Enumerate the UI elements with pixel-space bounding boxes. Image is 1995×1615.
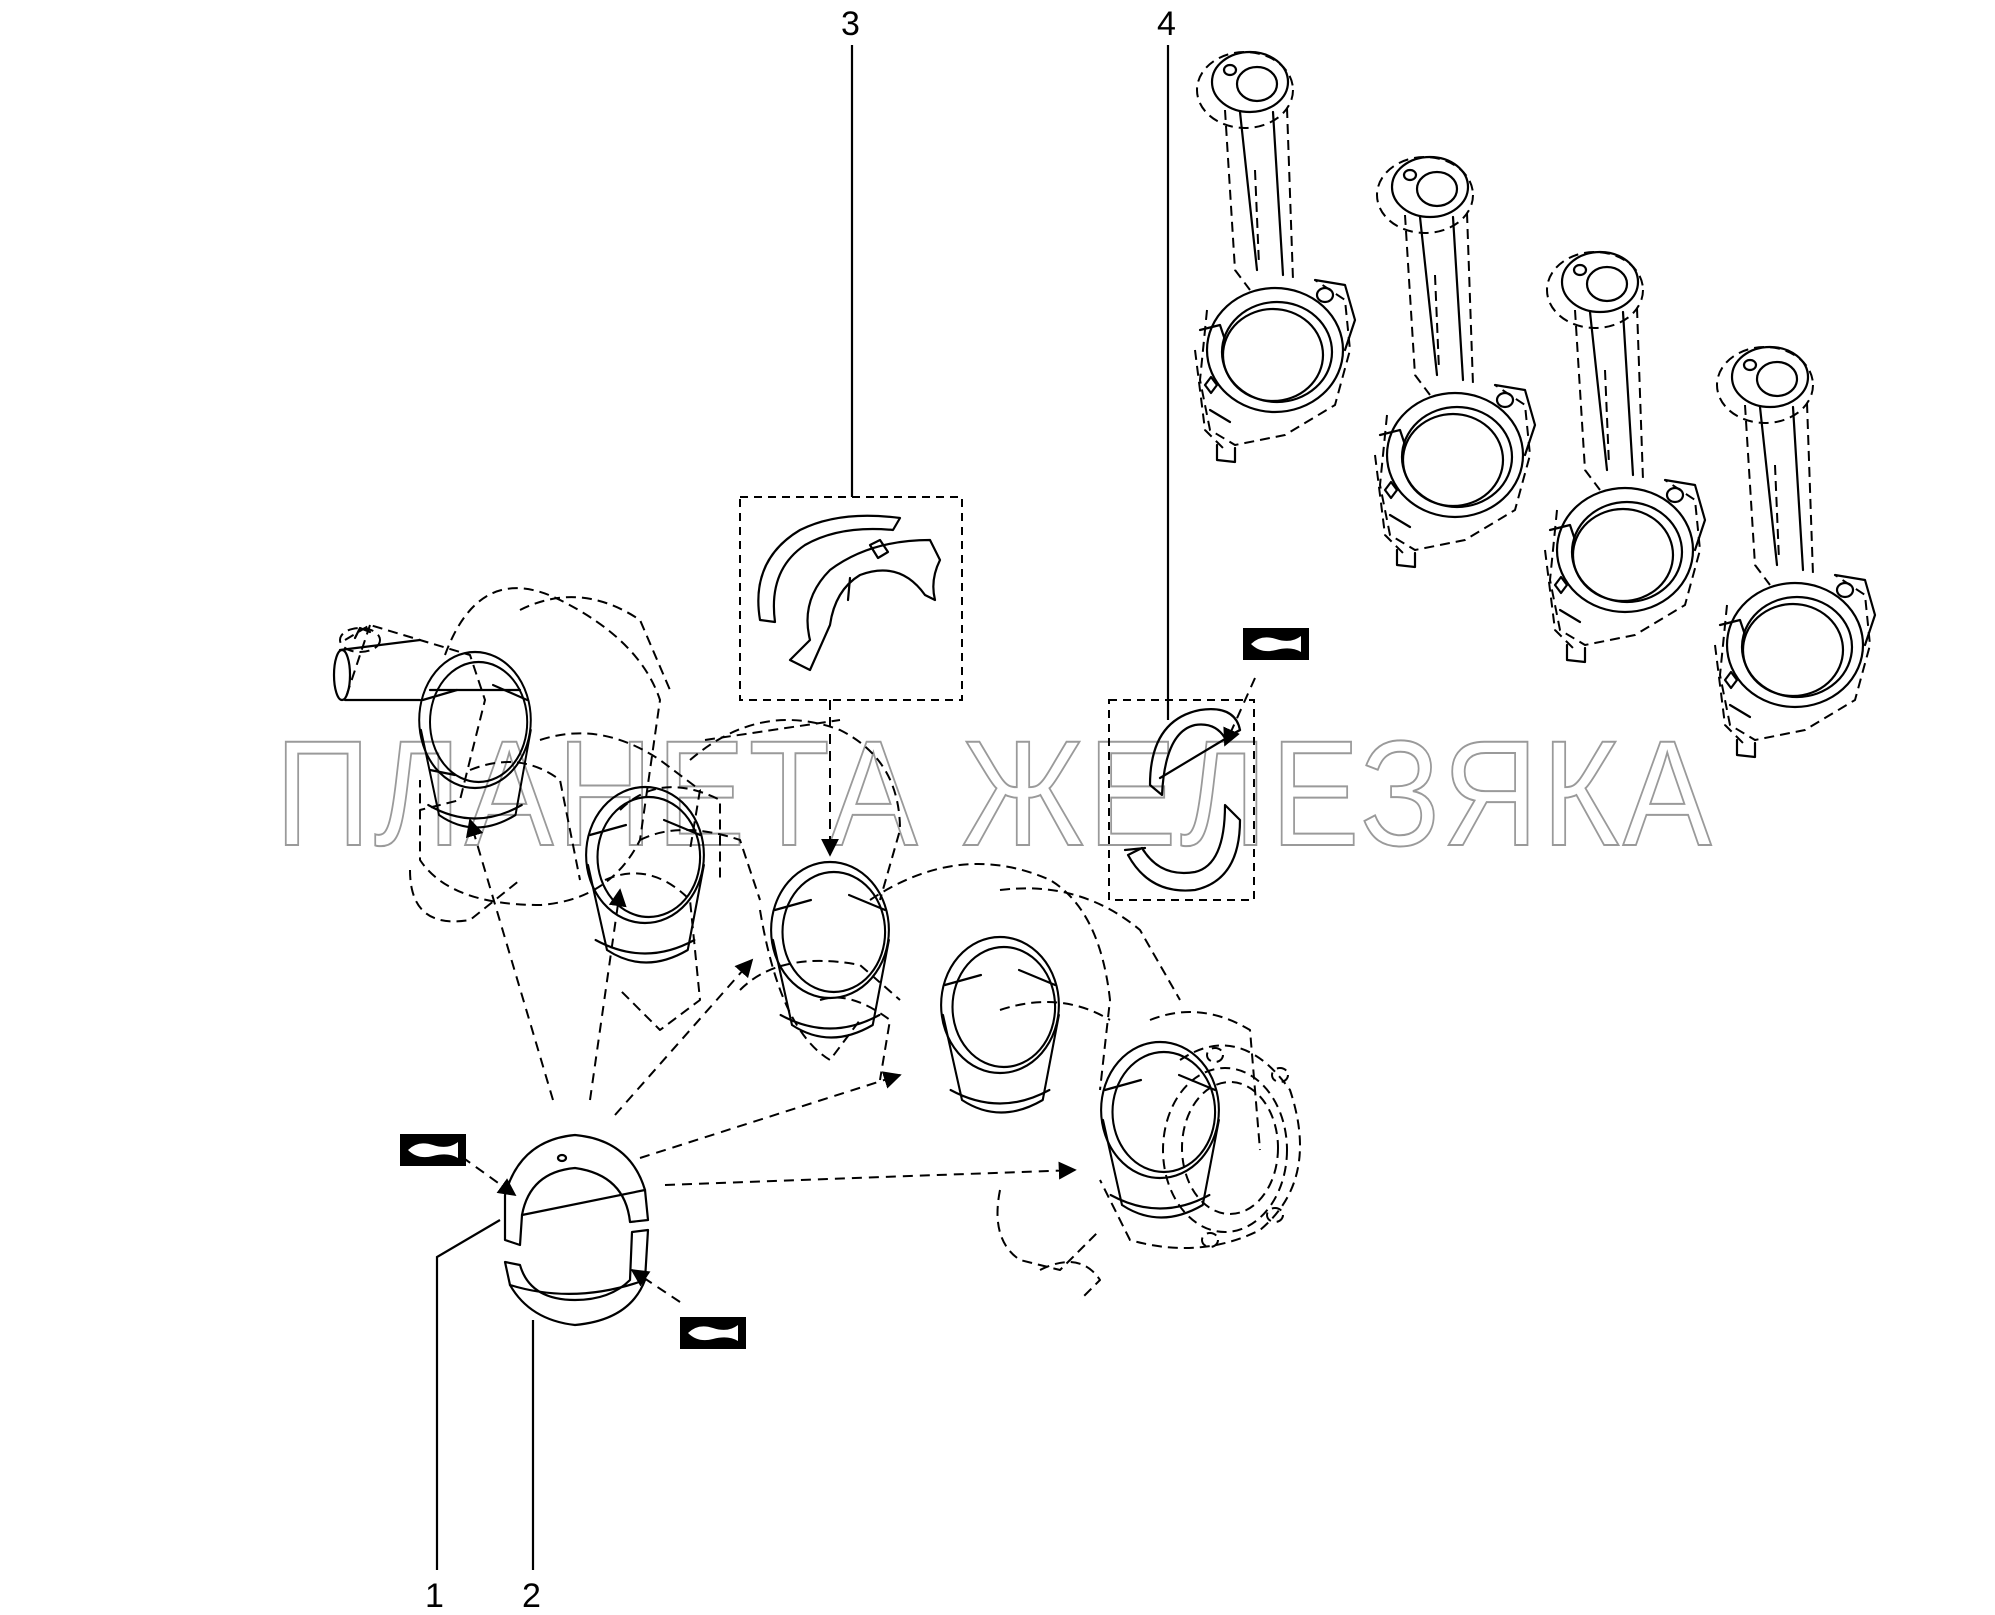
thrust-washer-group bbox=[739, 496, 963, 701]
thrust-washer-box bbox=[739, 496, 963, 701]
callout-4: 4 bbox=[1157, 5, 1176, 43]
grease-mark-icon bbox=[680, 1317, 746, 1349]
conrod-bearing-box bbox=[1108, 699, 1255, 901]
leader-lines bbox=[435, 45, 1170, 1570]
main-bearings-installed bbox=[418, 650, 1221, 1219]
watermark-text: ПЛАНЕТА ЖЕЛЕЗЯКА bbox=[275, 709, 1715, 877]
callout-1: 1 bbox=[425, 1577, 444, 1615]
connecting-rod-1 bbox=[1193, 50, 1357, 464]
crankshaft-outline bbox=[339, 587, 1301, 1301]
connecting-rod-3 bbox=[1543, 250, 1707, 664]
callout-2: 2 bbox=[522, 1577, 541, 1615]
callout-3: 3 bbox=[841, 5, 860, 43]
crankshaft-nose bbox=[332, 626, 422, 702]
grease-mark-icon bbox=[1243, 628, 1309, 660]
main-bearing-shells bbox=[503, 1133, 650, 1327]
assembly-arrows bbox=[461, 677, 1256, 1303]
connecting-rod-4 bbox=[1713, 345, 1877, 759]
connecting-rod-2 bbox=[1373, 155, 1537, 569]
grease-mark-icon bbox=[400, 1134, 466, 1166]
